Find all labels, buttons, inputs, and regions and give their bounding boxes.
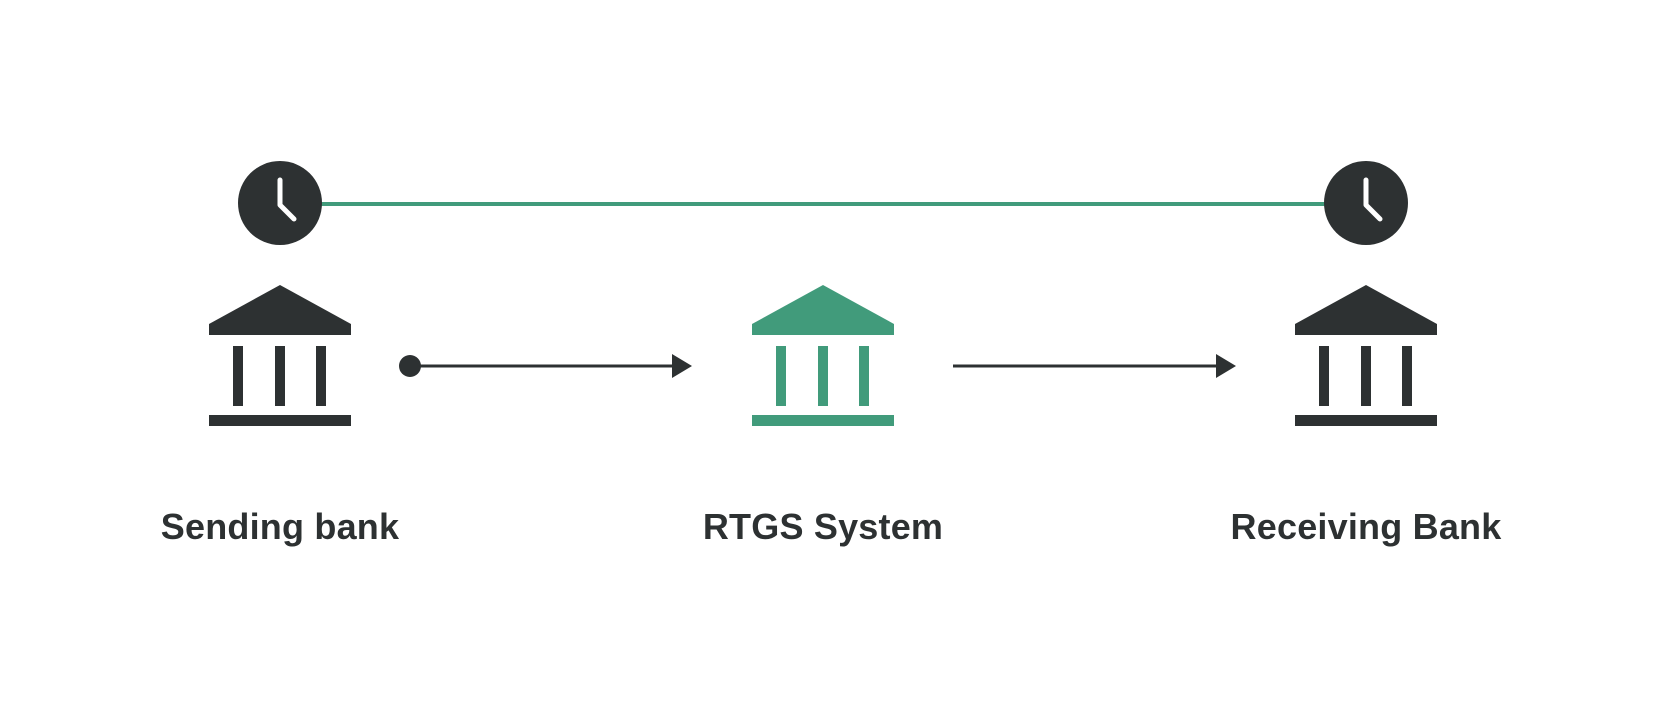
sending-bank-icon (209, 285, 351, 426)
receiving-bank-icon (1295, 285, 1437, 426)
arrow-sending-to-rtgs (399, 354, 692, 378)
clock-icon (238, 161, 322, 245)
clock-icon (1324, 161, 1408, 245)
receiving-bank-label: Receiving Bank (1230, 506, 1502, 547)
sending-bank-label: Sending bank (160, 506, 400, 547)
rtgs-system-icon (752, 285, 894, 426)
rtgs-system-label: RTGS System (702, 506, 944, 547)
arrowhead-icon (672, 354, 692, 378)
arrow-rtgs-to-receiving (953, 354, 1236, 378)
arrowhead-icon (1216, 354, 1236, 378)
